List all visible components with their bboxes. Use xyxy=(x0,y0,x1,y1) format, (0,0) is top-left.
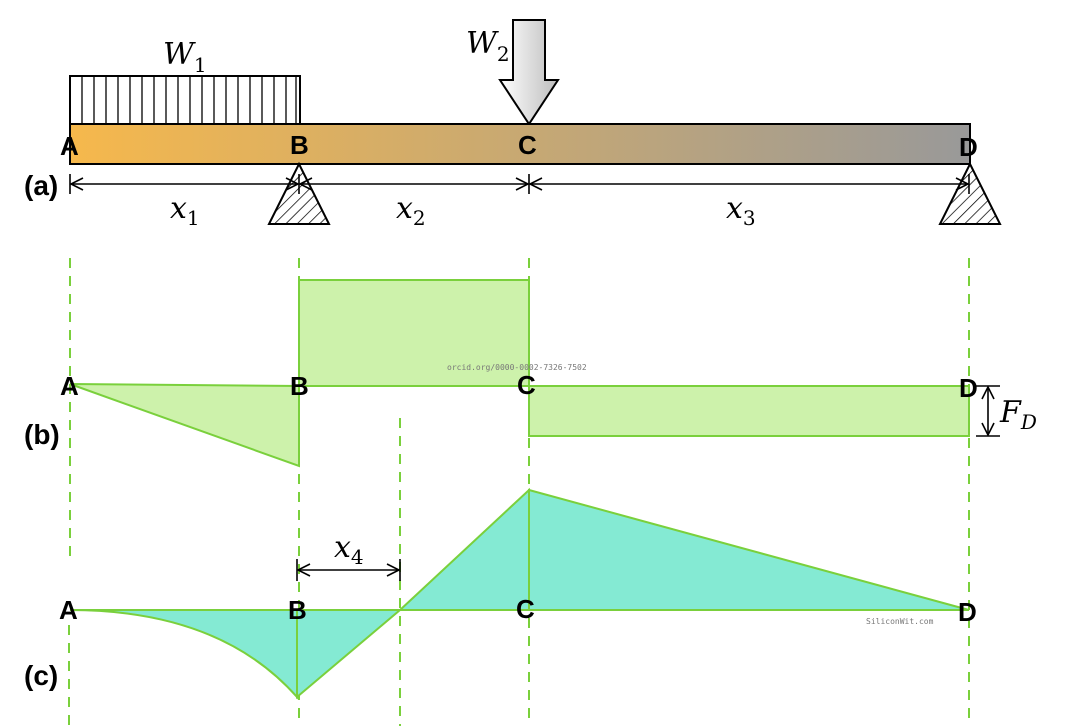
point-load-w2-arrow xyxy=(498,19,560,126)
point-d-shear: D xyxy=(959,373,978,403)
panel-b-shear: A B C D orcid.org/0000-0002-7326-7502 FD… xyxy=(24,279,1037,468)
w2-label: W2 xyxy=(466,26,510,66)
support-d-icon xyxy=(938,161,1002,225)
moment-region-positive-bc xyxy=(397,487,530,611)
shear-region-cd xyxy=(528,385,970,437)
point-c-moment: C xyxy=(516,594,535,624)
x1-label: x1 xyxy=(170,191,200,230)
point-b-beam: B xyxy=(290,130,309,160)
beam xyxy=(69,123,971,165)
panel-a-beam: W1 W2 A B C D x1 x2 x3 (a) xyxy=(24,19,1002,230)
x2-label: x2 xyxy=(396,191,426,230)
fd-label: FD xyxy=(999,395,1037,434)
shear-region-ab xyxy=(69,383,300,468)
point-c-shear: C xyxy=(517,370,536,400)
panel-c-label: (c) xyxy=(24,660,58,691)
site-watermark: SiliconWit.com xyxy=(866,617,934,626)
orcid-watermark: orcid.org/0000-0002-7326-7502 xyxy=(447,363,587,372)
panel-b-label: (b) xyxy=(24,419,60,450)
moment-region-ab xyxy=(69,609,298,700)
point-c-beam: C xyxy=(518,130,537,160)
point-a-shear: A xyxy=(60,371,79,401)
point-b-shear: B xyxy=(290,371,309,401)
reaction-dimension xyxy=(976,385,1000,437)
x3-label: x3 xyxy=(726,191,756,230)
panel-c-moment: x4 A B C D SiliconWit.com (c) xyxy=(24,487,977,700)
moment-region-cd xyxy=(528,488,970,611)
x4-dimension xyxy=(296,559,401,581)
shear-region-bc xyxy=(298,279,530,387)
dimension-lines xyxy=(69,174,970,194)
point-d-moment: D xyxy=(958,597,977,627)
distributed-load-w1 xyxy=(69,75,301,125)
moment-region-negative-bc xyxy=(296,609,403,700)
point-a-moment: A xyxy=(59,595,78,625)
point-a-beam: A xyxy=(60,131,79,161)
point-d-beam: D xyxy=(959,132,978,162)
panel-a-label: (a) xyxy=(24,170,58,201)
point-b-moment: B xyxy=(288,595,307,625)
x4-label: x4 xyxy=(334,530,364,569)
w1-label: W1 xyxy=(163,37,207,77)
